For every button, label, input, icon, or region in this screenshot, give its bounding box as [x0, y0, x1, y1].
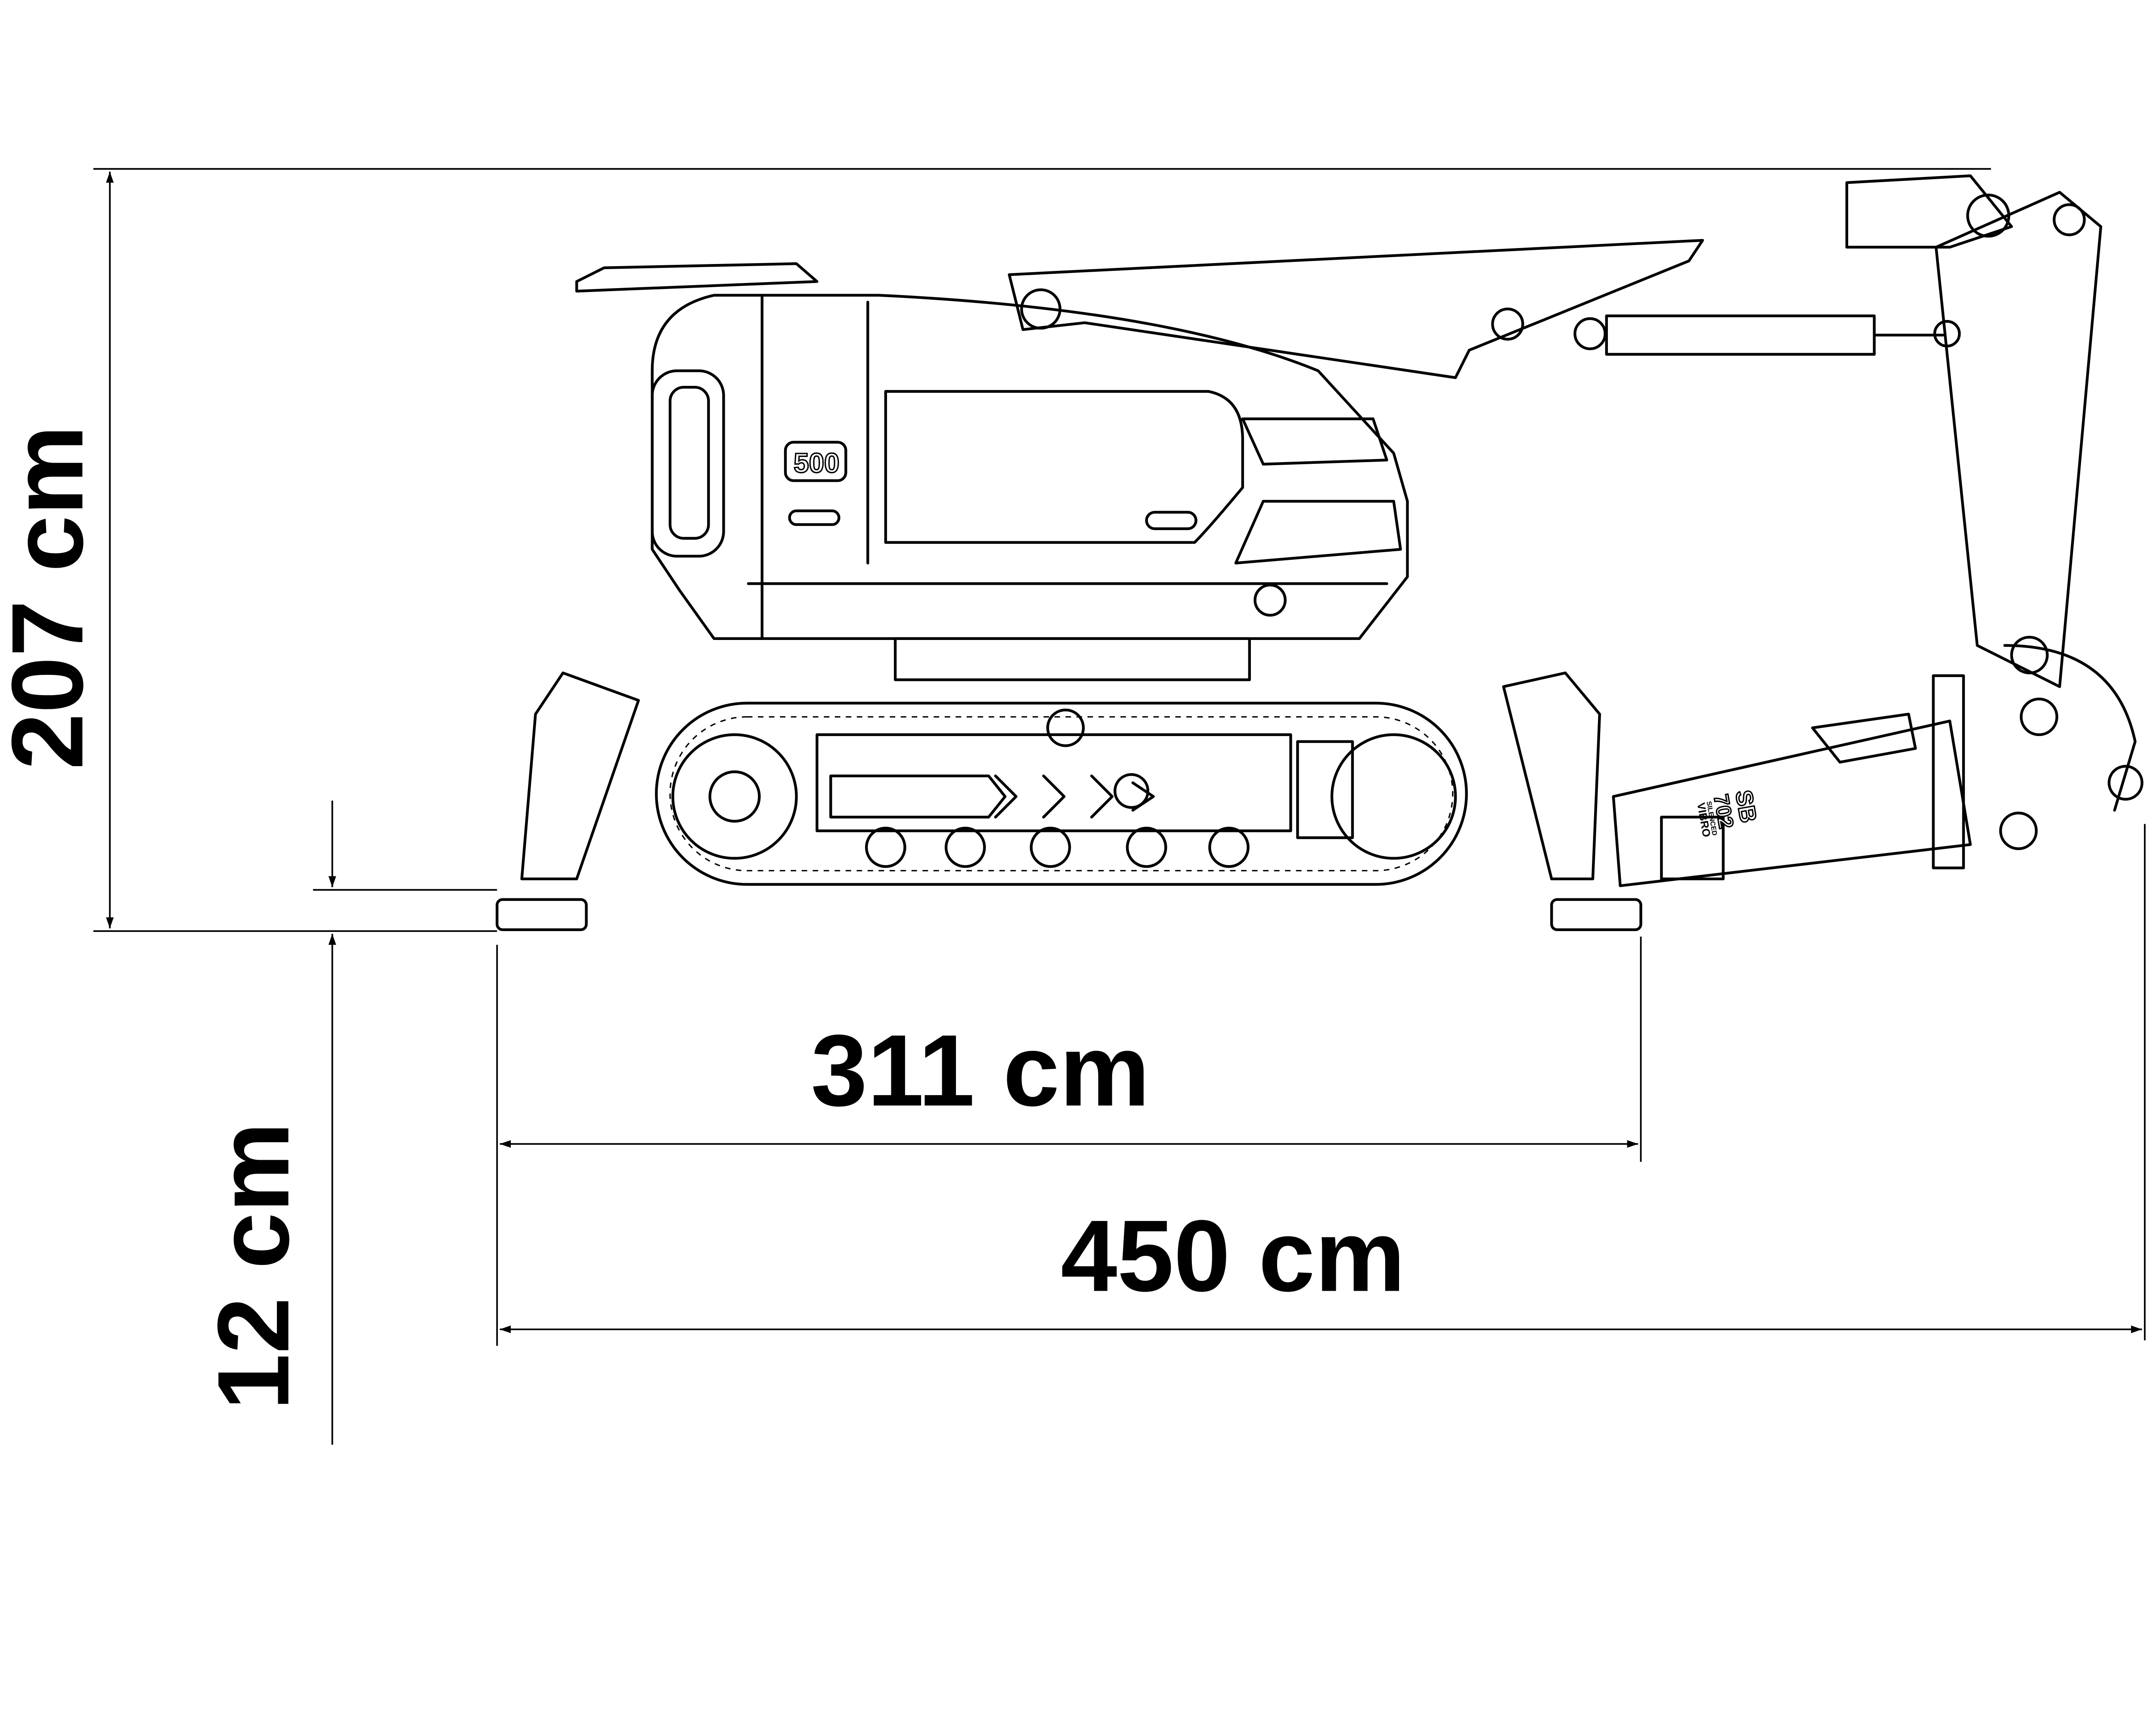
outrigger-span-label: 311 cm: [811, 1014, 1150, 1127]
track-undercarriage: [655, 702, 1468, 886]
height-label: 207 cm: [0, 425, 104, 770]
outrigger-rear: [1502, 671, 1642, 931]
model-badge: 500: [794, 447, 839, 478]
machine-body: 500: [575, 262, 1409, 640]
turntable: [893, 637, 1251, 681]
dimension-height: 207 cm: [0, 168, 1991, 932]
dimension-clearance: 12 cm: [197, 801, 497, 1445]
boom-arm: [1008, 174, 2144, 850]
total-length-label: 450 cm: [1061, 1199, 1405, 1313]
dimension-total-length: 450 cm: [499, 824, 2146, 1341]
dimension-outrigger-span: 311 cm: [496, 936, 1642, 1346]
breaker-model: SB: [1730, 788, 1761, 825]
hydraulic-breaker: VIBRO SILENCED SB 702: [1612, 674, 1972, 887]
outrigger-front: [496, 671, 640, 931]
machine-dimension-drawing: 207 cm 12 cm 311 cm 450 cm: [0, 168, 2146, 1445]
clearance-label: 12 cm: [197, 1122, 310, 1410]
